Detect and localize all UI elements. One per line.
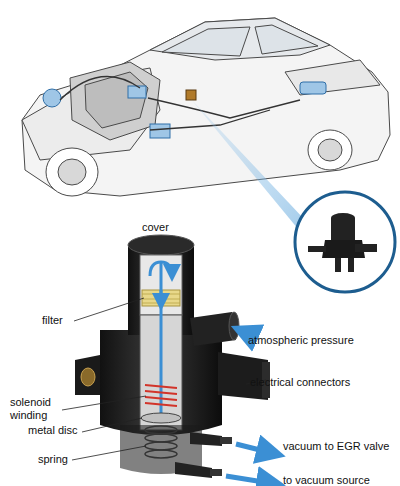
part-label: cover (142, 221, 202, 234)
part-label: solenoid winding (10, 396, 70, 422)
inset-circle (295, 192, 395, 292)
part-label: metal disc (28, 424, 98, 437)
part-label: vacuum to EGR valve (283, 440, 400, 453)
leader-lines (62, 298, 266, 460)
part-label: to vacuum source (283, 474, 400, 486)
part-label: filter (42, 314, 102, 327)
flow-arrows (226, 330, 276, 484)
car-illustration (22, 18, 390, 196)
egr-solenoid-illustration (75, 235, 270, 478)
part-label: spring (38, 453, 98, 466)
part-label: electrical connectors (250, 376, 400, 389)
part-label: atmospheric pressure (248, 334, 398, 347)
